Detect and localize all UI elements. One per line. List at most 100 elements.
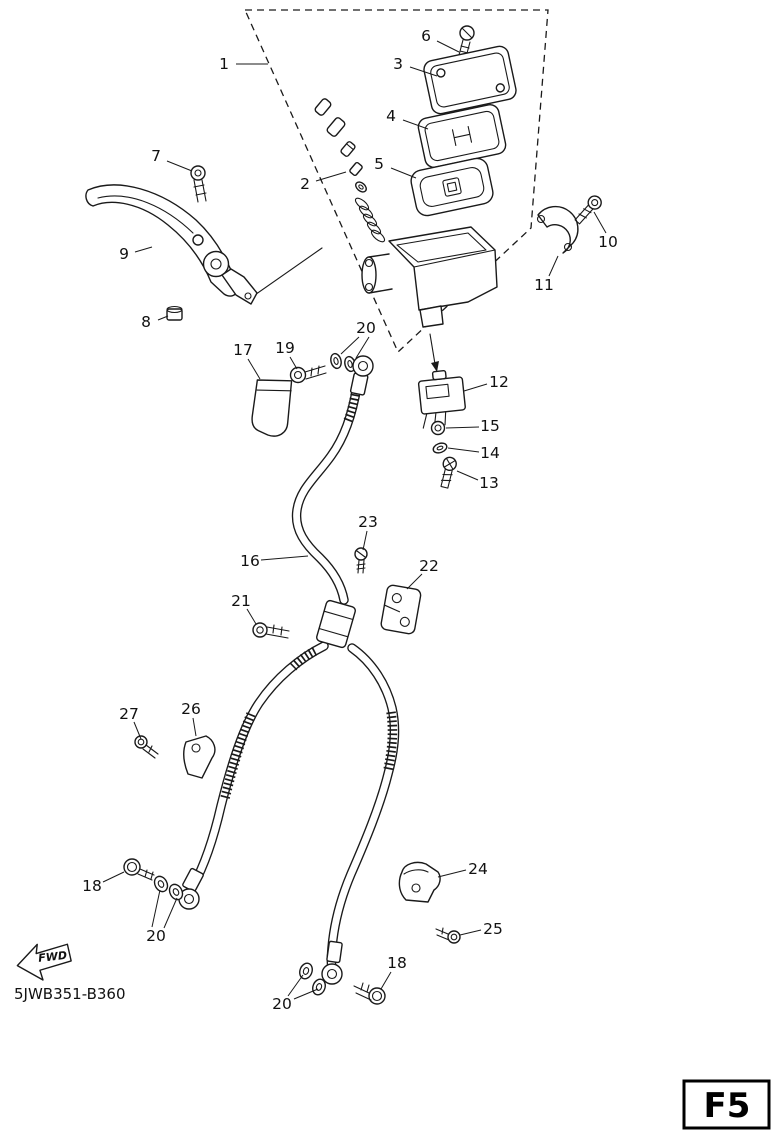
callout-leader-25 xyxy=(459,929,482,936)
callout-25: 25 xyxy=(483,920,503,938)
callout-leader-13 xyxy=(456,470,479,481)
switch-pointer-arrow xyxy=(429,333,439,372)
brake-hose-left xyxy=(188,641,329,891)
callout-8: 8 xyxy=(141,313,151,331)
assembly-boundary-dashed xyxy=(243,9,549,354)
callout-leader-20 xyxy=(355,336,370,359)
part-spring xyxy=(354,197,386,243)
part-cap-screw xyxy=(458,25,475,58)
part-union-bolt xyxy=(252,622,290,639)
callout-leader-20 xyxy=(287,974,304,997)
fwd-label: FWD xyxy=(38,949,68,965)
callout-18: 18 xyxy=(387,954,407,972)
callout-14: 14 xyxy=(480,444,500,462)
callout-leader-18 xyxy=(380,971,392,990)
callout-21: 21 xyxy=(231,592,251,610)
brake-hose-upper xyxy=(291,381,362,605)
callout-leader-21 xyxy=(246,608,257,625)
part-washers-bottom xyxy=(299,962,326,996)
callout-leader-20 xyxy=(340,336,360,355)
callout-26: 26 xyxy=(181,700,201,718)
callout-27: 27 xyxy=(119,705,139,723)
part-lever-boot xyxy=(251,379,293,437)
callout-layer: 1234567891011121314151617181819202020212… xyxy=(82,27,618,1013)
callout-24: 24 xyxy=(468,860,488,878)
callout-leader-4 xyxy=(402,119,429,130)
callout-leader-8 xyxy=(157,315,169,321)
callout-leader-19 xyxy=(289,356,298,370)
part-clamp-screw xyxy=(574,195,602,225)
part-switch-screw xyxy=(440,456,457,489)
part-piston-kit-column xyxy=(314,98,386,243)
callout-leader-7 xyxy=(166,160,193,172)
part-lever-pivot-nut xyxy=(166,305,183,321)
callout-5: 5 xyxy=(374,155,384,173)
callout-leader-26 xyxy=(192,717,197,737)
callout-23: 23 xyxy=(358,513,378,531)
callout-leader-27 xyxy=(133,721,142,740)
part-handlebar-clamp xyxy=(536,205,579,254)
part-clamp-bolt-right xyxy=(435,927,461,944)
callout-15: 15 xyxy=(480,417,500,435)
part-bracket-screw xyxy=(354,547,368,574)
callout-leader-17 xyxy=(247,358,261,380)
part-washers-left xyxy=(153,875,184,901)
part-banjo-bolt-left xyxy=(123,858,155,881)
callout-10: 10 xyxy=(598,233,618,251)
callout-leader-23 xyxy=(362,530,368,551)
callout-6: 6 xyxy=(421,27,431,45)
callout-9: 9 xyxy=(119,245,129,263)
part-clamp-screw-left xyxy=(134,735,159,759)
callout-17: 17 xyxy=(233,341,253,359)
callout-16: 16 xyxy=(240,552,260,570)
callout-leader-6 xyxy=(436,40,460,53)
callout-19: 19 xyxy=(275,339,295,357)
part-lever-pivot-bolt xyxy=(190,165,207,203)
callout-13: 13 xyxy=(479,474,499,492)
part-hose-banjo-bottom xyxy=(321,940,343,985)
part-hose-bracket xyxy=(380,584,422,635)
callout-leader-11 xyxy=(548,255,559,277)
part-brake-lever xyxy=(85,184,258,305)
callout-leader-10 xyxy=(593,211,607,234)
callout-11: 11 xyxy=(534,276,554,294)
part-hose-clamp-right xyxy=(398,861,441,903)
callout-leader-2 xyxy=(315,171,347,182)
page-tag: F5 xyxy=(682,1079,771,1130)
callout-leader-14 xyxy=(447,447,480,453)
callout-20: 20 xyxy=(146,927,166,945)
brake-hose-right xyxy=(326,643,400,977)
part-hose-clamp-left xyxy=(183,735,216,779)
part-hose-banjo-upper xyxy=(349,355,374,396)
part-washers-upper xyxy=(330,352,356,373)
callout-20: 20 xyxy=(272,995,292,1013)
page-tag-label: F5 xyxy=(704,1086,751,1126)
part-union-joint xyxy=(316,599,356,649)
callout-7: 7 xyxy=(151,147,161,165)
callout-4: 4 xyxy=(386,107,396,125)
fwd-arrow-icon xyxy=(16,943,72,981)
part-brake-switch xyxy=(417,370,466,429)
callout-leader-20 xyxy=(151,889,161,928)
part-switch-washer-upper xyxy=(430,420,446,436)
callout-leader-16 xyxy=(260,555,309,561)
part-banjo-bolt-bottom xyxy=(353,982,386,1005)
lever-assembly-line xyxy=(251,247,323,298)
part-diaphragm xyxy=(410,157,494,217)
callout-18: 18 xyxy=(82,877,102,895)
callout-leader-3 xyxy=(409,66,438,77)
diagram-code: 5JWB351-B360 xyxy=(14,985,126,1003)
callout-22: 22 xyxy=(419,557,439,575)
part-reservoir-cap xyxy=(423,45,517,115)
callout-leader-20 xyxy=(163,897,178,929)
part-banjo-bolt-upper xyxy=(289,365,327,384)
callout-20: 20 xyxy=(356,319,376,337)
callout-leader-5 xyxy=(390,167,417,179)
callout-leader-12 xyxy=(463,383,488,392)
callout-leader-18 xyxy=(102,871,125,883)
page-tag-box xyxy=(682,1079,771,1130)
callout-leader-20 xyxy=(293,988,319,1000)
part-master-cylinder-body xyxy=(361,226,498,328)
